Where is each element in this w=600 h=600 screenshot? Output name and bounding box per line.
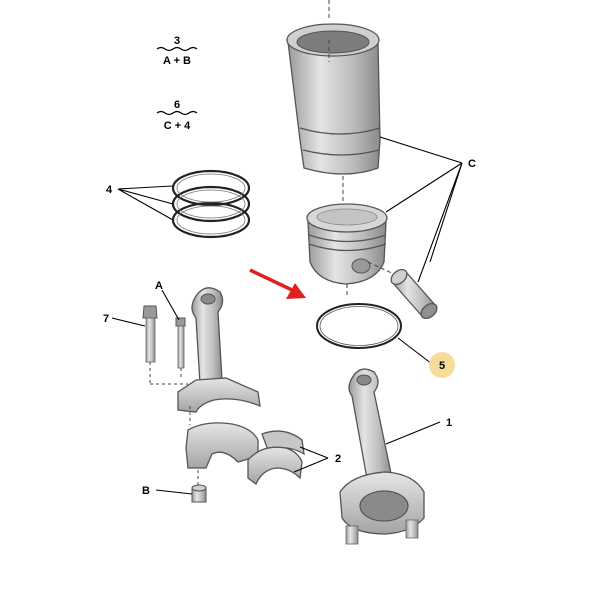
fraction-denominator: C + 4 xyxy=(164,120,191,132)
callout-c: C xyxy=(468,158,476,170)
callout-a: A xyxy=(155,280,163,292)
connecting-rod xyxy=(339,368,425,545)
leader-lines xyxy=(111,136,463,495)
fraction-bar xyxy=(156,46,198,52)
callout-7: 7 xyxy=(103,313,109,325)
fraction-denominator: A + B xyxy=(163,55,191,67)
piston-rings xyxy=(171,169,251,239)
bolt-7 xyxy=(142,305,188,385)
callout-4: 4 xyxy=(106,184,113,196)
piston xyxy=(306,203,388,298)
fraction-3-over-a-plus-b: 3 A + B xyxy=(156,35,198,67)
fraction-numerator: 6 xyxy=(174,99,180,111)
piston-pin xyxy=(367,261,438,320)
fraction-6-over-c-plus-4: 6 C + 4 xyxy=(156,99,198,132)
fraction-bar xyxy=(156,110,198,116)
snap-ring-inner xyxy=(319,306,399,346)
nut-b xyxy=(191,484,207,503)
bolt-a xyxy=(175,317,186,380)
pointer-arrow xyxy=(249,268,306,299)
bearing-shells xyxy=(247,430,305,486)
callout-b: B xyxy=(142,485,150,497)
callout-5: 5 xyxy=(439,360,445,372)
callout-2: 2 xyxy=(335,453,341,465)
cylinder-liner xyxy=(286,0,381,205)
snap-ring xyxy=(316,303,402,349)
fraction-numerator: 3 xyxy=(174,35,180,47)
connecting-rod-exploded xyxy=(177,287,261,486)
callout-1: 1 xyxy=(446,417,452,429)
callout-5-badge[interactable] xyxy=(429,352,455,378)
